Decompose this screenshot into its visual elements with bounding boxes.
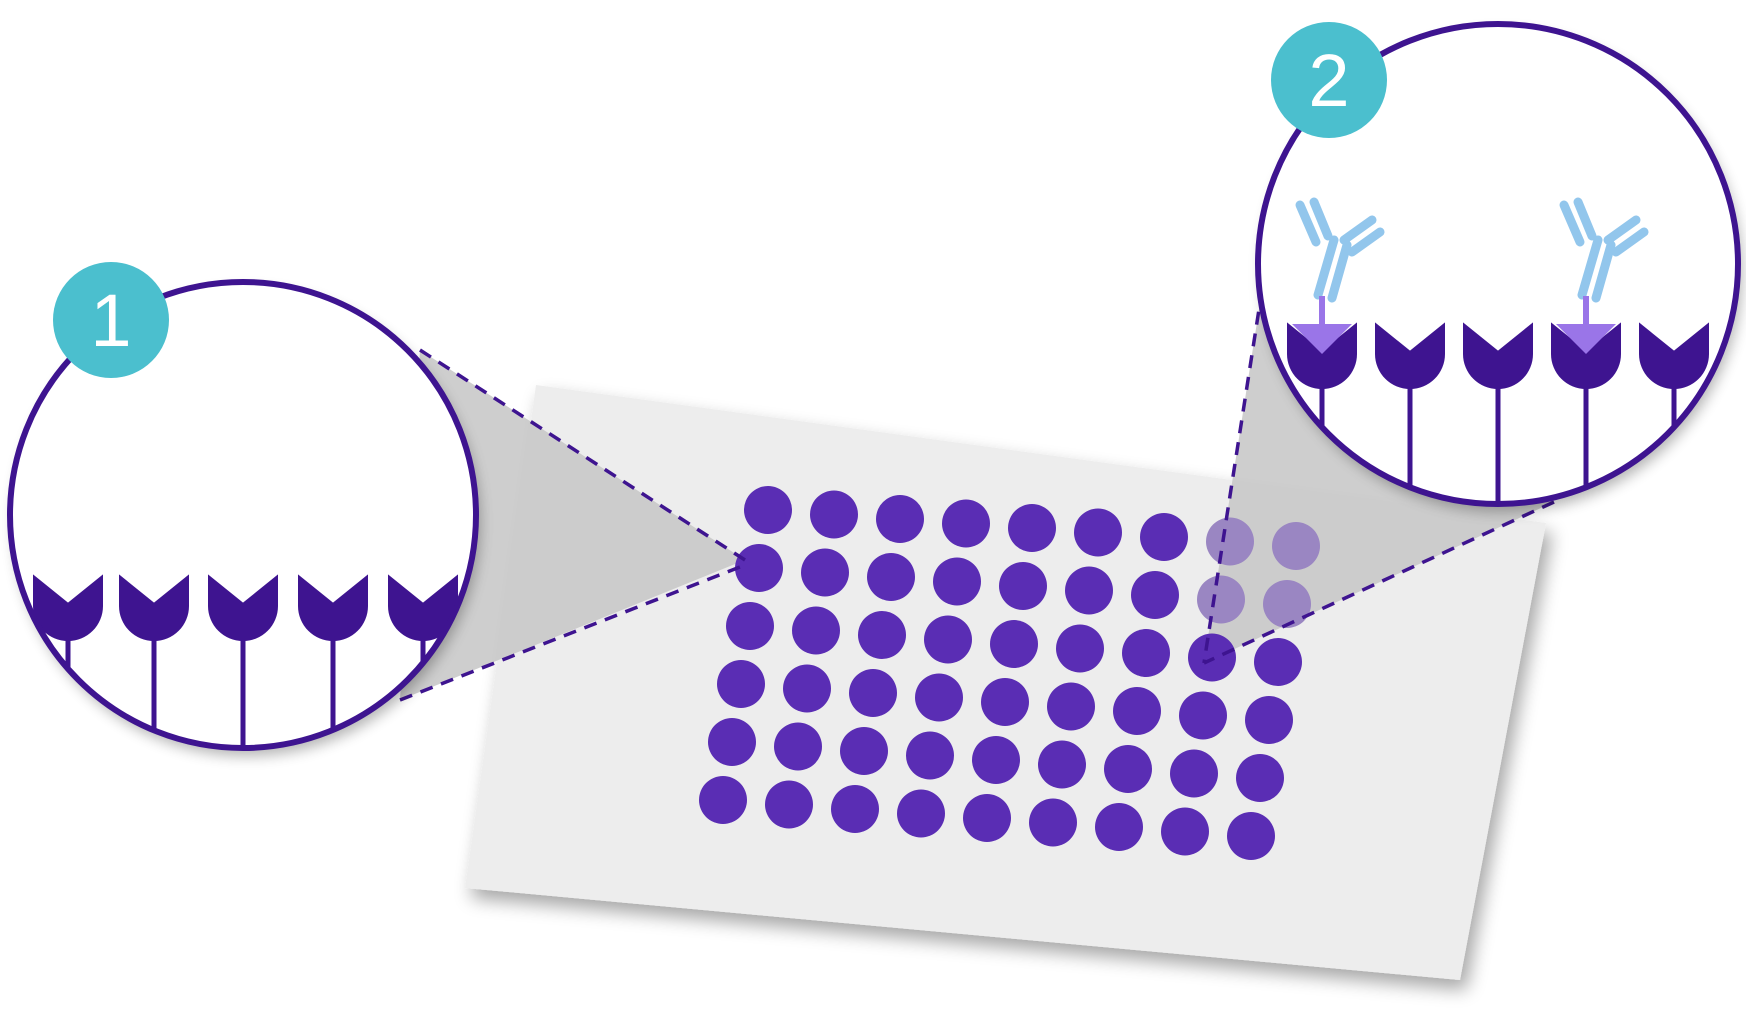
spot xyxy=(906,731,954,780)
spot xyxy=(765,780,813,829)
spot xyxy=(1038,740,1086,789)
spot xyxy=(1104,745,1152,793)
magnifier-1-receptors xyxy=(33,574,458,748)
receptor-head xyxy=(33,574,103,641)
receptor-head xyxy=(1287,322,1357,389)
spot xyxy=(1140,513,1188,561)
antigen-icon xyxy=(1556,296,1616,354)
antibody-icon xyxy=(1295,197,1385,303)
spot xyxy=(858,611,906,659)
spot xyxy=(1074,508,1122,557)
receptor-head xyxy=(388,574,458,641)
magnifier-2-lens xyxy=(1258,24,1738,504)
badge-2-circle xyxy=(1271,22,1387,138)
spot-faded xyxy=(1263,580,1311,628)
spot xyxy=(1065,566,1113,615)
spot xyxy=(801,548,849,597)
magnifier-2 xyxy=(1255,21,1741,507)
spot xyxy=(1056,624,1104,673)
spot xyxy=(840,727,888,775)
spot xyxy=(867,553,915,601)
spot xyxy=(942,499,990,548)
badge-2: 2 xyxy=(1271,22,1387,138)
magnifier-1-lens xyxy=(10,282,476,748)
spot xyxy=(849,669,897,717)
spot xyxy=(1122,629,1170,677)
spot xyxy=(1008,504,1056,552)
spot xyxy=(1047,682,1095,731)
spot xyxy=(915,673,963,722)
spot xyxy=(1227,812,1275,860)
antibody-icon xyxy=(1559,197,1649,303)
spot-faded xyxy=(1206,517,1254,566)
badge-2-label: 2 xyxy=(1308,39,1349,122)
zoom-lines xyxy=(399,289,1555,702)
spot xyxy=(717,660,765,708)
antigen-icon xyxy=(1292,296,1352,354)
magnifier-1 xyxy=(7,279,479,751)
spot xyxy=(1254,638,1302,686)
spot xyxy=(897,789,945,838)
spot xyxy=(1029,798,1077,847)
badge-1-label: 1 xyxy=(90,279,131,362)
spot xyxy=(1236,754,1284,802)
spot xyxy=(1245,696,1293,744)
spot-faded xyxy=(1272,522,1320,570)
spot xyxy=(981,678,1029,726)
magnifier-1-ring xyxy=(7,279,479,751)
receptor-icon xyxy=(208,574,278,748)
callout-cone-1 xyxy=(400,350,745,700)
receptor-head xyxy=(1463,322,1533,389)
spot xyxy=(1095,803,1143,851)
spot xyxy=(810,490,858,539)
zoom-line-2a xyxy=(1202,289,1264,664)
badge-1: 1 xyxy=(53,262,169,378)
spot xyxy=(999,562,1047,610)
receptor-head xyxy=(1639,322,1709,389)
spot xyxy=(990,620,1038,668)
spot xyxy=(1179,691,1227,740)
spot xyxy=(1170,749,1218,798)
spot-grid xyxy=(699,486,1320,860)
spot xyxy=(963,794,1011,842)
spot xyxy=(1113,687,1161,735)
receptor-icon xyxy=(1463,322,1533,504)
spot xyxy=(933,557,981,606)
receptor-head xyxy=(1551,322,1621,389)
receptor-head xyxy=(208,574,278,641)
zoom-line-1b xyxy=(399,563,746,702)
spot xyxy=(708,718,756,766)
spot xyxy=(876,495,924,543)
magnifier-2-ring xyxy=(1255,21,1741,507)
spot xyxy=(924,615,972,664)
spot xyxy=(1161,807,1209,856)
receptor-head xyxy=(119,574,189,641)
badge-1-circle xyxy=(53,262,169,378)
magnifier-2-receptors xyxy=(1287,197,1709,504)
spot xyxy=(1131,571,1179,619)
spot xyxy=(774,722,822,771)
receptor-head xyxy=(1375,322,1445,389)
spot xyxy=(735,544,783,592)
spot xyxy=(972,736,1020,784)
receptor-head xyxy=(298,574,368,641)
spot xyxy=(783,664,831,713)
spot xyxy=(726,602,774,650)
spot xyxy=(699,776,747,824)
spot xyxy=(744,486,792,534)
spot-faded xyxy=(1197,575,1245,624)
spot xyxy=(792,606,840,655)
spot xyxy=(831,785,879,833)
